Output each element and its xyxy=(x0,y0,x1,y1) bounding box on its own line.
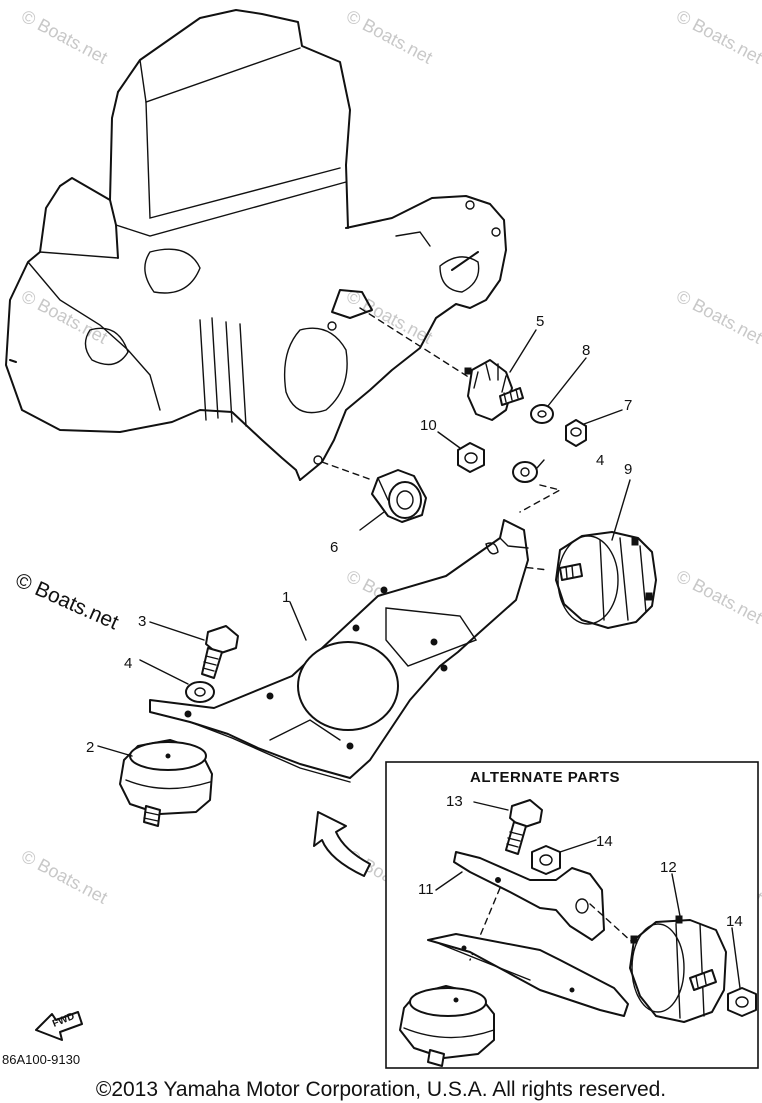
part-9-rubber-mount xyxy=(555,531,657,629)
part-14-nut-upper xyxy=(531,845,561,875)
callout-10: 10 xyxy=(420,417,437,434)
part-6-collar xyxy=(371,469,427,523)
callout-3: 3 xyxy=(138,613,146,630)
callout-labels: 1 2 3 4 4 5 6 7 8 9 10 xyxy=(86,313,632,756)
part-7-nut xyxy=(565,419,587,447)
part-2-rubber-mount xyxy=(119,739,213,827)
part-5-stud-adapter xyxy=(464,359,524,421)
callout-2: 2 xyxy=(86,739,94,756)
watermark: © Boats.net xyxy=(18,846,111,908)
callout-13: 13 xyxy=(446,793,463,810)
part-4-washer-upper xyxy=(512,461,538,483)
watermark: © Boats.net xyxy=(673,566,762,628)
copyright-notice: ©2013 Yamaha Motor Corporation, U.S.A. A… xyxy=(95,1078,667,1101)
watermark: © Boats.net xyxy=(343,286,436,348)
engine-block-drawing xyxy=(5,9,507,481)
fwd-arrow-icon: FWD xyxy=(35,1011,83,1041)
part-13-bolt xyxy=(505,799,543,855)
part-8-washer xyxy=(530,404,554,424)
direction-arrow-curved xyxy=(313,811,371,877)
callout-11: 11 xyxy=(418,881,434,898)
alternate-parts-title: ALTERNATE PARTS xyxy=(470,769,620,786)
diagram-code: 86A100-9130 xyxy=(2,1052,80,1067)
watermark: © Boats.net xyxy=(673,6,762,68)
callout-1: 1 xyxy=(282,589,290,606)
callout-7: 7 xyxy=(624,397,632,414)
part-1-bracket xyxy=(149,519,529,783)
watermark-prominent: © Boats.net xyxy=(12,569,122,635)
alternate-parts-inset: ALTERNATE PARTS xyxy=(385,761,759,1069)
callout-4-lower: 4 xyxy=(124,655,132,672)
callout-12: 12 xyxy=(660,859,677,876)
callout-14-lower: 14 xyxy=(726,913,743,930)
part-14-nut-lower xyxy=(727,987,757,1017)
alternate-lower-rubber-mount xyxy=(399,985,495,1067)
part-4-washer-lower xyxy=(185,681,215,703)
watermark: © Boats.net xyxy=(673,286,762,348)
callout-8: 8 xyxy=(582,342,590,359)
watermark: © Boats.net xyxy=(18,6,111,68)
watermark: © Boats.net xyxy=(343,6,436,68)
callout-leader-lines xyxy=(97,329,631,757)
callout-9: 9 xyxy=(624,461,632,478)
part-12-rubber-mount xyxy=(629,915,727,1023)
watermark: © Boats.net xyxy=(18,286,111,348)
callout-14-upper: 14 xyxy=(596,833,613,850)
callout-4-upper: 4 xyxy=(596,452,604,469)
alternate-callout-lines xyxy=(435,801,741,989)
part-3-bolt xyxy=(201,625,239,679)
callout-5: 5 xyxy=(536,313,544,330)
part-10-nut xyxy=(457,442,485,473)
part-11-bracket xyxy=(453,851,633,961)
alternate-base-bracket xyxy=(427,933,629,1017)
callout-6: 6 xyxy=(330,539,338,556)
